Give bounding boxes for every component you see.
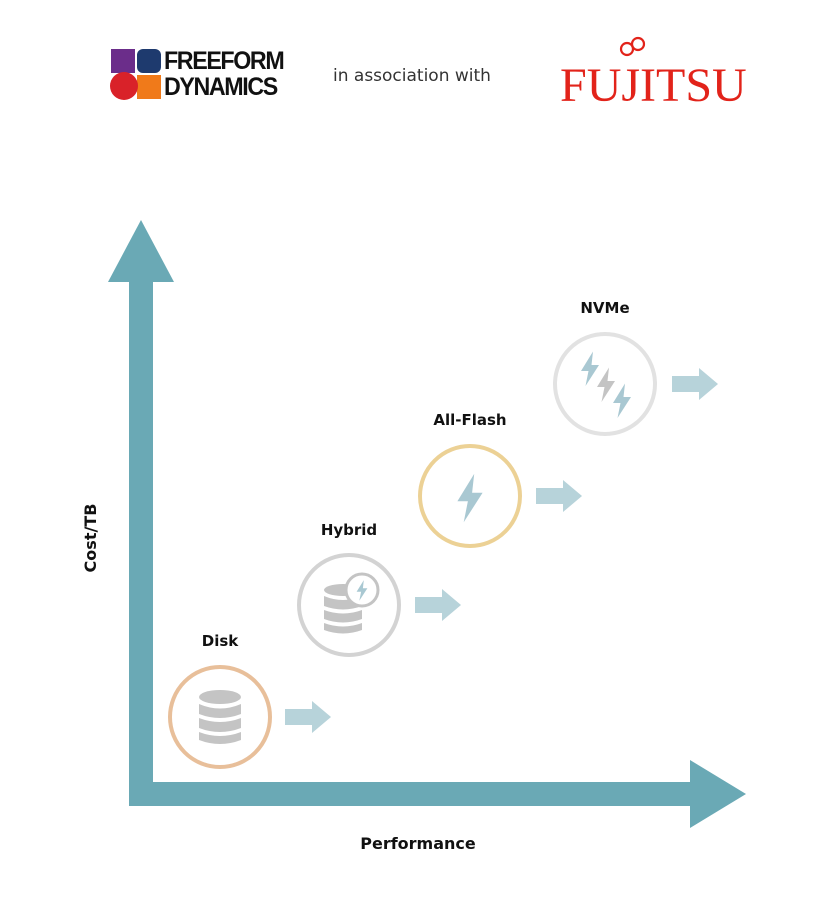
stage-label-all-flash: All-Flash — [433, 411, 506, 429]
header: FREEFORM DYNAMICS in association with FU… — [0, 0, 829, 130]
database-icon — [199, 690, 241, 744]
logo-line-2: DYNAMICS — [164, 73, 278, 101]
database-flash-icon — [324, 572, 380, 634]
stage-ring-all-flash — [418, 444, 522, 548]
freeform-dynamics-wordmark: FREEFORM DYNAMICS — [164, 47, 285, 101]
association-text: in association with — [333, 66, 491, 86]
stage-hybrid: Hybrid — [297, 521, 461, 657]
y-axis-arrow — [108, 220, 174, 806]
infinity-icon — [619, 36, 646, 57]
fujitsu-logo: FUJITSU — [560, 36, 747, 116]
freeform-dynamics-logo: FREEFORM DYNAMICS — [110, 48, 290, 104]
stage-label-disk: Disk — [202, 632, 240, 650]
stage-label-nvme: NVMe — [580, 299, 629, 317]
progress-arrow-2 — [415, 589, 461, 621]
stage-nvme: NVMe — [553, 299, 718, 436]
y-axis-label: Cost/TB — [81, 504, 100, 573]
fujitsu-wordmark: FUJITSU — [560, 59, 747, 112]
x-axis-label: Performance — [360, 834, 476, 853]
stage-ring-nvme — [553, 332, 657, 436]
multi-lightning-icon — [581, 351, 631, 418]
stage-ring-disk — [168, 665, 272, 769]
stage-all-flash: All-Flash — [418, 411, 582, 548]
progress-arrow-1 — [285, 701, 331, 733]
stage-label-hybrid: Hybrid — [321, 521, 377, 539]
lightning-icon — [457, 473, 483, 523]
freeform-dynamics-mark-icon — [110, 49, 161, 100]
stage-ring-hybrid — [297, 553, 401, 657]
progress-arrow-3 — [536, 480, 582, 512]
x-axis-arrow — [129, 760, 746, 828]
stage-disk: Disk — [168, 632, 331, 769]
logo-line-1: FREEFORM — [164, 47, 285, 75]
progress-arrow-4 — [672, 368, 718, 400]
